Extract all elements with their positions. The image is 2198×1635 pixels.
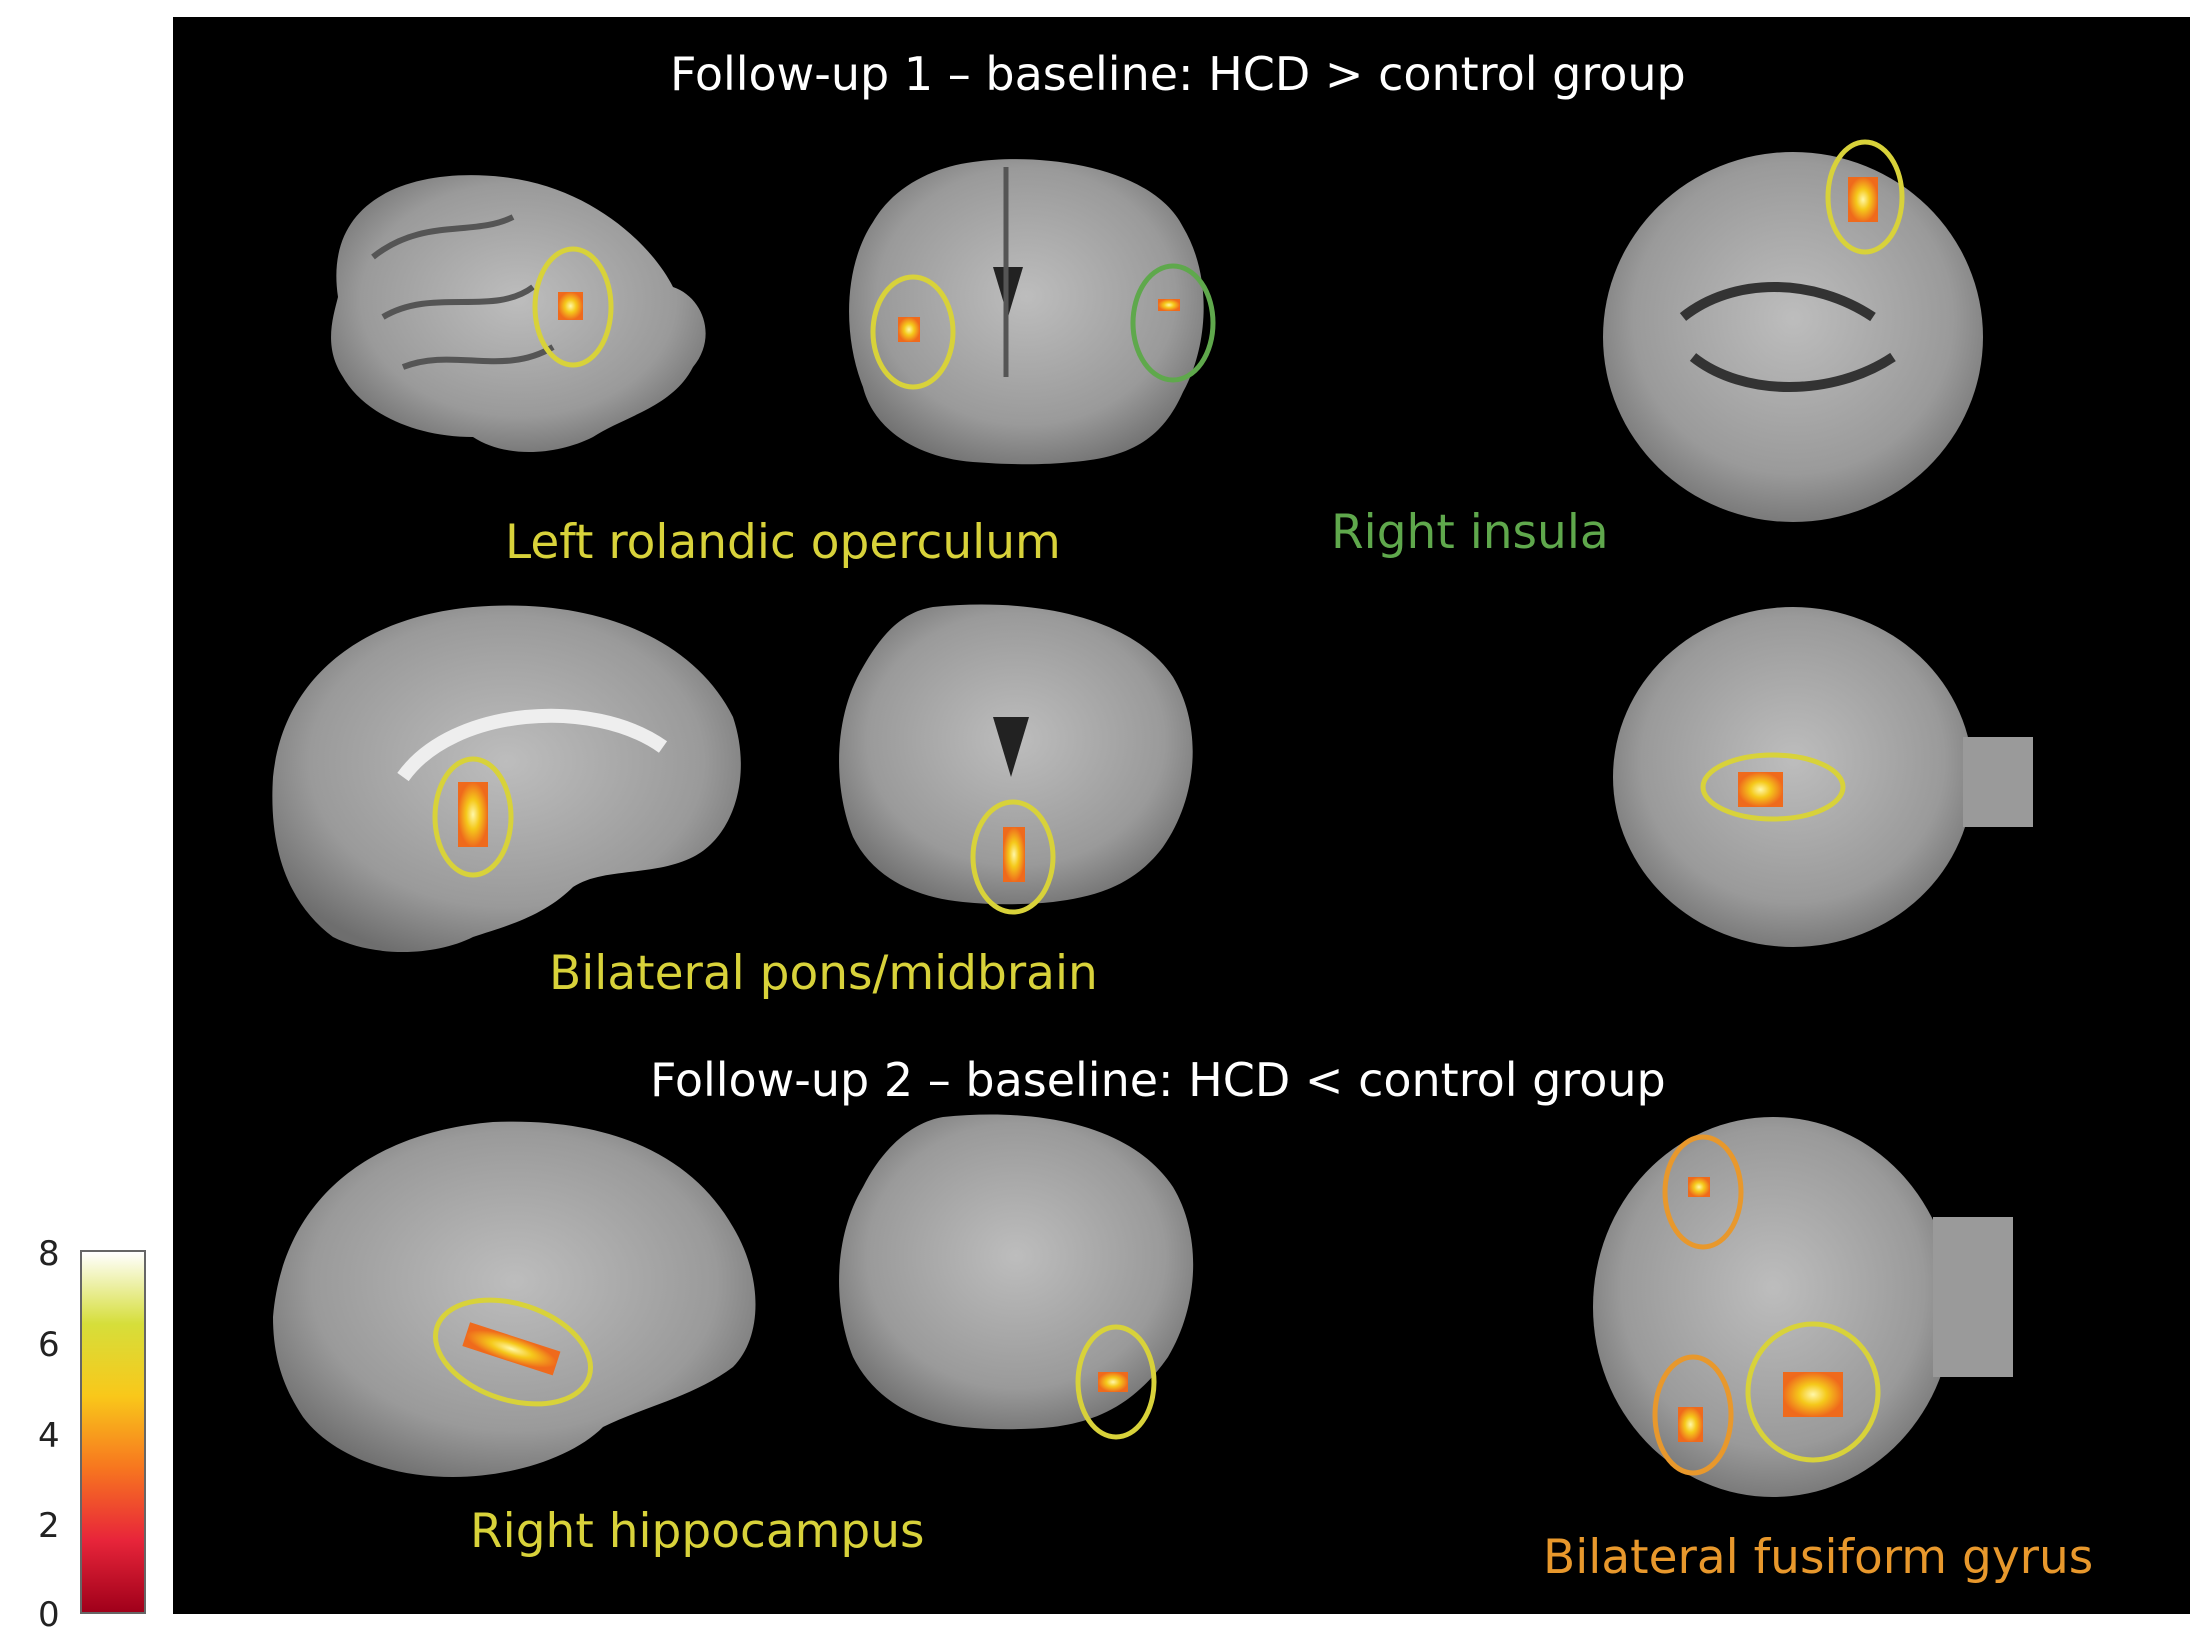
coronal-slice-row2 (839, 604, 1193, 915)
brain-slices-graphic (272, 139, 2033, 1497)
brain-figure-panel: Follow-up 1 – baseline: HCD > control gr… (173, 17, 2190, 1614)
axial-slice-row3 (1593, 1117, 2013, 1497)
axial-slice-row2 (1613, 607, 2033, 947)
colorbar-tick-0: 0 (38, 1595, 60, 1635)
label-right-hippocampus: Right hippocampus (470, 1504, 925, 1559)
midsagittal-slice-row2 (272, 605, 741, 952)
coronal-slice-row1 (849, 159, 1216, 465)
colorbar-tick-6: 6 (38, 1325, 60, 1365)
coronal-slice-row3 (839, 1114, 1194, 1440)
colorbar-tick-4: 4 (38, 1416, 60, 1456)
colorbar-tick-8: 8 (38, 1234, 60, 1274)
colorbar (80, 1250, 146, 1614)
sagittal-slice-row3 (273, 1121, 756, 1477)
header-follow-up-1: Follow-up 1 – baseline: HCD > control gr… (670, 47, 1686, 101)
label-right-insula: Right insula (1331, 505, 1609, 560)
label-bilateral-fusiform-gyrus: Bilateral fusiform gyrus (1543, 1530, 2094, 1585)
axial-slice-row1 (1603, 139, 1983, 522)
header-follow-up-2: Follow-up 2 – baseline: HCD < control gr… (650, 1053, 1666, 1107)
label-bilateral-pons-midbrain: Bilateral pons/midbrain (549, 946, 1098, 1001)
label-left-rolandic-operculum: Left rolandic operculum (505, 515, 1061, 570)
colorbar-tick-2: 2 (38, 1506, 60, 1546)
sagittal-slice-row1 (331, 175, 706, 452)
